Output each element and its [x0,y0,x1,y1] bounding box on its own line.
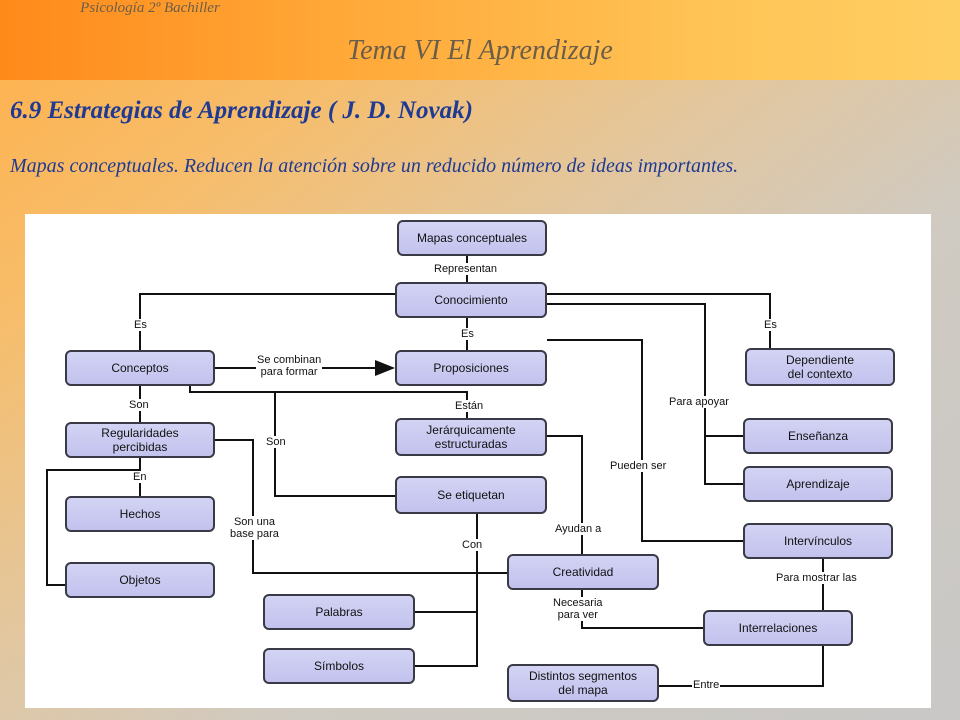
connector-aprendizaje [704,436,743,485]
section-description: Mapas conceptuales. Reducen la atención … [10,155,739,177]
node-ensenanza: Enseñanza [743,418,893,454]
node-intervinculos: Intervínculos [743,523,893,559]
section-title: 6.9 Estrategias de Aprendizaje ( J. D. N… [10,97,473,124]
link-label-es-mid: Es [460,328,475,340]
node-creatividad: Creatividad [507,554,659,590]
link-label-necesaria: Necesaria para ver [552,597,604,621]
node-interrelaciones: Interrelaciones [703,610,853,646]
link-label-son-left: Son [128,399,150,411]
link-label-estan: Están [454,400,485,412]
connector-estan [189,386,468,418]
connector-pueden-ser [547,339,743,542]
course-name: Psicología 2º Bachiller [80,0,220,16]
link-label-es-right: Es [763,319,778,331]
link-label-entre: Entre [692,679,721,691]
node-regularidades: Regularidades percibidas [65,422,215,458]
node-hechos: Hechos [65,496,215,532]
connector-con [415,514,478,667]
link-label-combinan: Se combinan para formar [256,354,323,378]
link-label-con: Con [461,539,484,551]
link-label-en: En [132,471,148,483]
node-conceptos: Conceptos [65,350,215,386]
node-conocimiento: Conocimiento [395,282,547,318]
link-label-ayudan: Ayudan a [554,523,603,535]
node-objetos: Objetos [65,562,215,598]
connector-conocimiento-conceptos [139,293,395,350]
topic-title: Tema VI El Aprendizaje [347,35,613,66]
connector-entre [659,646,824,687]
link-label-son-mid: Son [265,436,287,448]
header-banner [0,0,960,80]
node-jerarquicamente: Jerárquicamente estructuradas [395,418,547,456]
node-dependiente-contexto: Dependiente del contexto [745,348,895,386]
link-label-base: Son una base para [229,516,280,540]
connector-para-apoyar [547,303,743,437]
node-palabras: Palabras [263,594,415,630]
connector-ayudan [547,435,583,558]
link-label-para-mostrar: Para mostrar las [775,572,858,584]
node-aprendizaje: Aprendizaje [743,466,893,502]
node-se-etiquetan: Se etiquetan [395,476,547,514]
node-mapas-conceptuales: Mapas conceptuales [397,220,547,256]
link-label-para-apoyar: Para apoyar [668,396,730,408]
connector-base [215,439,507,574]
connector-son-etiquetan [274,392,395,497]
connector-en [46,458,141,586]
link-label-representan: Representan [433,263,498,275]
concept-map: Mapas conceptuales Conocimiento Concepto… [25,214,931,708]
node-segmentos-mapa: Distintos segmentos del mapa [507,664,659,702]
link-label-es-left: Es [133,319,148,331]
node-simbolos: Símbolos [263,648,415,684]
node-proposiciones: Proposiciones [395,350,547,386]
link-label-pueden-ser: Pueden ser [609,460,668,472]
